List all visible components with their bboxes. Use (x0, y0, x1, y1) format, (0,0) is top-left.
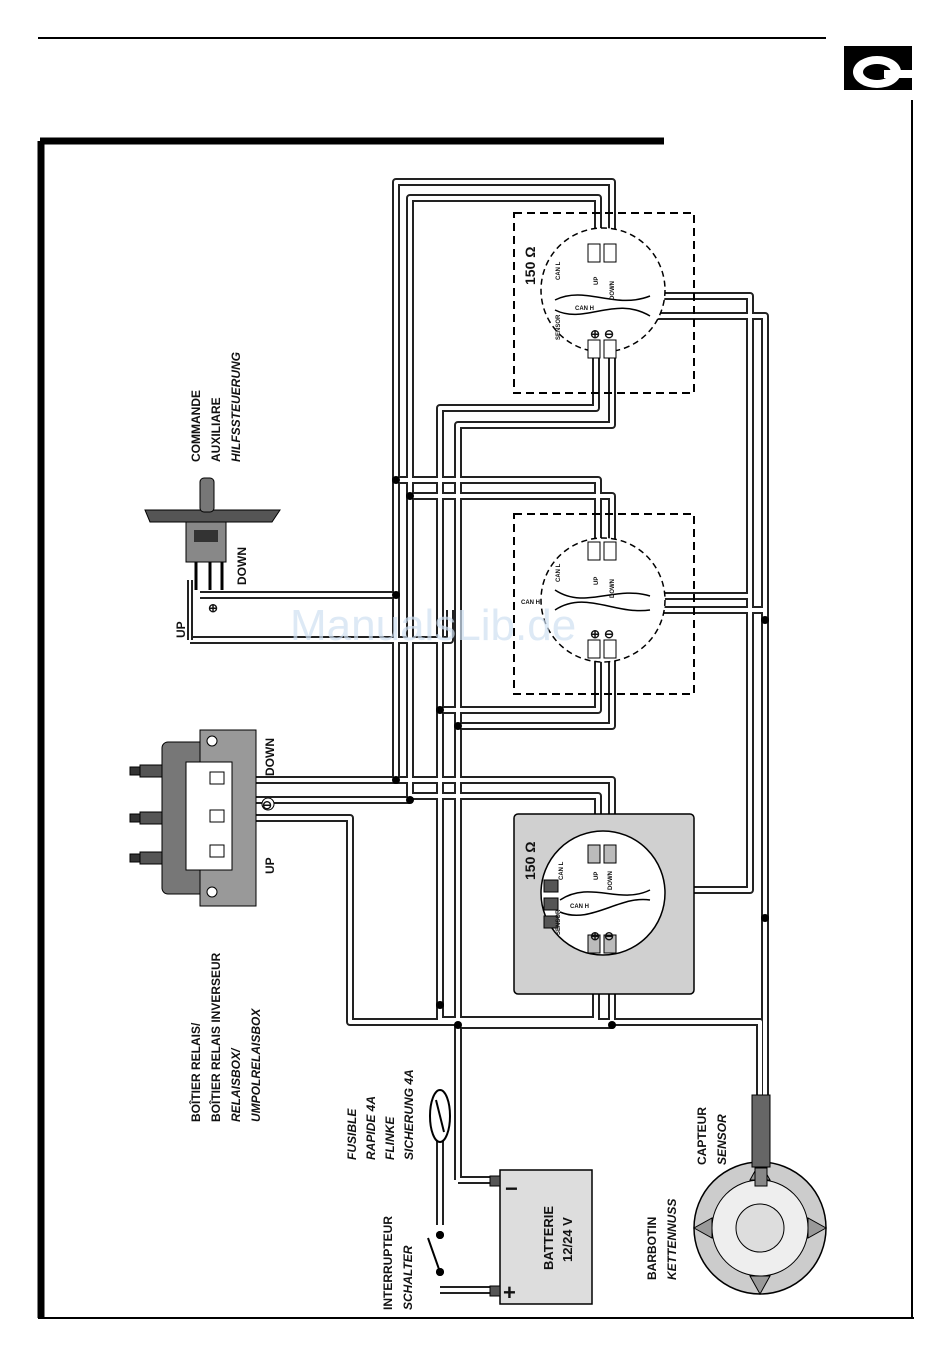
svg-text:UP: UP (174, 621, 188, 638)
svg-text:CAN H: CAN H (570, 904, 589, 910)
aux-command-switch: ⊕ DOWN UP COMMANDE AUXILIARE HILFSSTEUER… (144, 352, 281, 640)
svg-text:UP: UP (263, 857, 277, 874)
svg-text:SENSOR: SENSOR (715, 1114, 729, 1165)
svg-text:DOWN: DOWN (610, 281, 616, 300)
control-unit-middle: UP DOWN CAN L CAN H ⊕ ⊖ (513, 513, 695, 695)
svg-text:SENSOR: SENSOR (556, 314, 562, 340)
svg-text:SICHERUNG 4A: SICHERUNG 4A (402, 1069, 416, 1160)
svg-text:⊖: ⊖ (604, 627, 614, 641)
diagram-frame (37, 100, 914, 1319)
svg-text:CAPTEUR: CAPTEUR (695, 1107, 709, 1165)
svg-text:RAPIDE 4A: RAPIDE 4A (364, 1096, 378, 1160)
svg-text:CAN H: CAN H (521, 600, 540, 606)
svg-text:⊕: ⊕ (590, 627, 600, 641)
battery: − + BATTERIE 12/24 V (489, 1169, 593, 1305)
svg-text:DOWN: DOWN (608, 871, 614, 890)
svg-text:⊕: ⊕ (590, 929, 600, 943)
svg-text:UP: UP (594, 277, 600, 285)
svg-text:CAN H: CAN H (575, 306, 594, 312)
svg-text:FLINKE: FLINKE (383, 1116, 397, 1160)
relay-box: ⊖ DOWN UP BOÎTIER RELAIS/ BOÎTIER RELAIS… (129, 729, 277, 1122)
svg-text:BARBOTIN: BARBOTIN (645, 1217, 659, 1280)
control-unit-top: 150 Ω UP DOWN CAN L CAN H SENSOR ⊕ ⊖ (513, 212, 695, 394)
svg-text:12/24 V: 12/24 V (560, 1217, 575, 1262)
svg-text:FUSIBLE: FUSIBLE (345, 1108, 359, 1160)
svg-text:SENSOR: SENSOR (556, 909, 562, 935)
svg-text:UP: UP (594, 577, 600, 585)
resistor-label-bottom: 150 Ω (522, 842, 538, 880)
svg-text:UP: UP (594, 872, 600, 880)
svg-text:RELAISBOX/: RELAISBOX/ (229, 1047, 243, 1122)
fuse: FUSIBLE RAPIDE 4A FLINKE SICHERUNG 4A (345, 1069, 451, 1160)
svg-text:CAN L: CAN L (556, 261, 562, 280)
svg-text:⊕: ⊕ (590, 327, 600, 341)
svg-text:SCHALTER: SCHALTER (401, 1245, 415, 1310)
svg-text:BOÎTIER RELAIS INVERSEUR: BOÎTIER RELAIS INVERSEUR (208, 952, 223, 1122)
svg-text:BOÎTIER RELAIS/: BOÎTIER RELAIS/ (188, 1022, 203, 1122)
svg-text:⊕: ⊕ (208, 601, 218, 615)
svg-text:COMMANDE: COMMANDE (189, 390, 203, 462)
svg-text:CAN L: CAN L (556, 563, 562, 582)
svg-text:UMPOLRELAISBOX: UMPOLRELAISBOX (249, 1008, 263, 1122)
watermark: ManualsLib.de (290, 601, 576, 650)
svg-text:DOWN: DOWN (263, 738, 277, 776)
brand-logo (838, 40, 914, 94)
svg-text:CAN L: CAN L (559, 861, 565, 880)
svg-text:AUXILIARE: AUXILIARE (209, 397, 223, 462)
svg-text:KETTENNUSS: KETTENNUSS (665, 1199, 679, 1280)
main-switch: INTERRUPTEUR SCHALTER (381, 1216, 444, 1310)
capteur-sensor: CAPTEUR SENSOR (695, 1094, 771, 1187)
control-unit-bottom: 150 Ω UP DOWN CAN L CAN H SENSOR ⊕ ⊖ (513, 813, 695, 995)
resistor-label-top: 150 Ω (522, 247, 538, 285)
svg-text:⊖: ⊖ (604, 327, 614, 341)
svg-text:DOWN: DOWN (610, 579, 616, 598)
svg-text:BATTERIE: BATTERIE (541, 1206, 556, 1270)
svg-text:⊖: ⊖ (262, 798, 272, 812)
svg-text:INTERRUPTEUR: INTERRUPTEUR (381, 1216, 395, 1310)
svg-text:DOWN: DOWN (235, 547, 249, 585)
svg-text:HILFSSTEUERUNG: HILFSSTEUERUNG (229, 352, 243, 462)
wiring (190, 178, 769, 1294)
svg-text:⊖: ⊖ (604, 929, 614, 943)
chain-gypsy: BARBOTIN KETTENNUSS (645, 1160, 828, 1296)
battery-minus: − (505, 1176, 518, 1201)
battery-plus: + (503, 1280, 516, 1305)
